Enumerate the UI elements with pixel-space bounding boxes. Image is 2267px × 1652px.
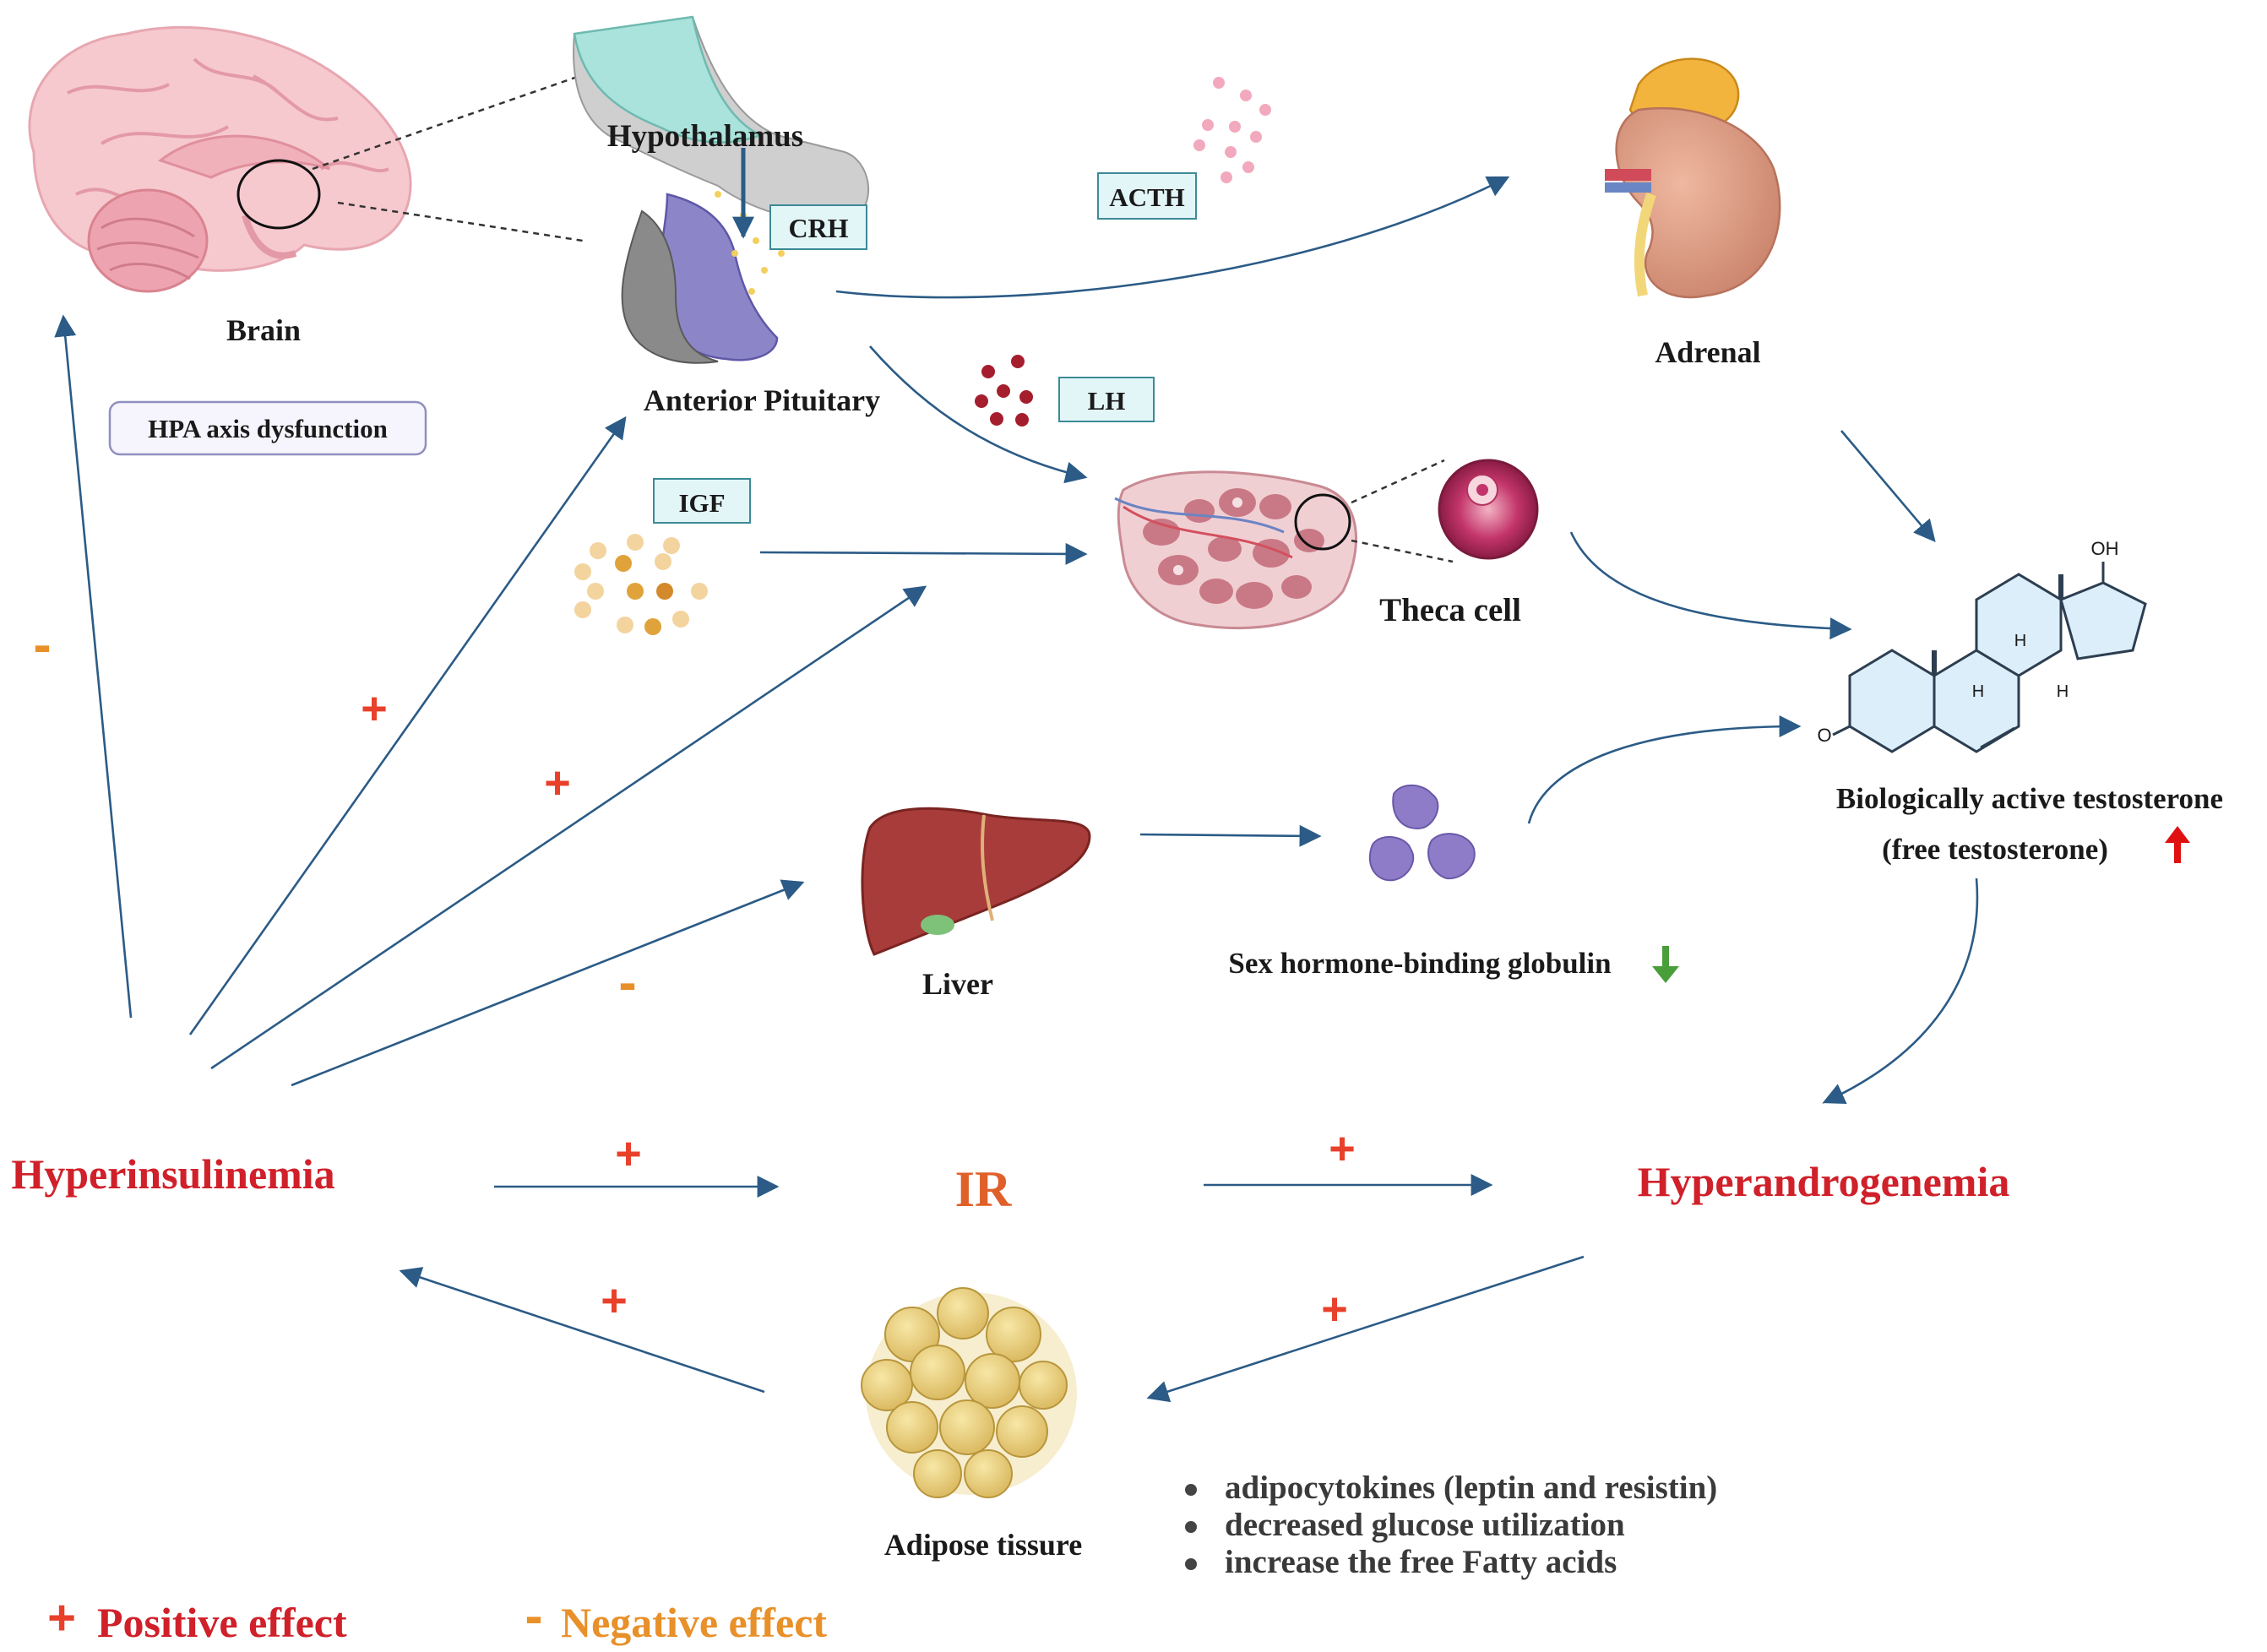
hyperinsulinemia-label: Hyperinsulinemia: [11, 1150, 334, 1198]
acth-label: ACTH: [1109, 182, 1185, 212]
arrow-theca-to-testosterone: [1569, 531, 1852, 640]
arrow-hyperinsulinemia-to-pituitary: [188, 416, 627, 1035]
arrow-pituitary-to-adrenal: [835, 176, 1510, 299]
brain-illustration: [28, 25, 412, 293]
decrease-arrow-icon: [1652, 946, 1679, 983]
adrenal-kidney-illustration: [1605, 57, 1781, 299]
plus-symbol-hyperinsulinemia: +: [601, 1275, 628, 1326]
arrow-hyperinsulinemia-to-brain: [54, 314, 133, 1019]
legend-negative-label: Negative effect: [561, 1599, 827, 1646]
plus-symbol-hyperandrogenemia: +: [1329, 1123, 1356, 1174]
legend: + Positive effect - Negative effect: [47, 1585, 827, 1646]
testosterone-label-line1: Biologically active testosterone: [1836, 782, 2223, 815]
crh-label: CRH: [788, 213, 848, 243]
arrow-adipose-to-hyperinsulinemia: [399, 1267, 765, 1394]
h-label-3: H: [2057, 682, 2069, 701]
plus-symbol-pituitary: +: [361, 683, 388, 734]
zoom-line-top: [312, 66, 605, 171]
h-label-2: H: [2014, 632, 2026, 650]
igf-box: IGF: [653, 478, 751, 524]
lh-box: LH: [1058, 377, 1155, 422]
adrenal-label: Adrenal: [1655, 335, 1760, 369]
adipose-label: Adipose tissure: [884, 1528, 1082, 1562]
lh-particles: [975, 355, 1033, 427]
arrow-hyperinsulinemia-to-liver: [291, 879, 805, 1087]
arrow-igf-to-ovary: [759, 542, 1088, 565]
acth-particles: [1193, 77, 1271, 183]
increase-arrow-icon: [2165, 826, 2190, 863]
bullet-item-3: increase the free Fatty acids: [1225, 1544, 1617, 1580]
adipose-tissue-illustration: [861, 1287, 1077, 1498]
acth-box: ACTH: [1097, 172, 1197, 220]
minus-symbol-brain: -: [33, 614, 51, 675]
arrow-testosterone-to-hyperandrogenemia: [1822, 878, 1979, 1105]
bullet-item-1: adipocytokines (leptin and resistin): [1225, 1470, 1717, 1506]
bullet-item-2: decreased glucose utilization: [1225, 1507, 1625, 1543]
testosterone-label-line2: (free testosterone): [1882, 833, 2108, 866]
igf-particles: [574, 534, 708, 635]
testosterone-molecule: OH O H H H: [1817, 538, 2147, 753]
hypothalamus-pituitary-illustration: [573, 15, 869, 364]
theca-cell-illustration: [1438, 459, 1539, 560]
liver-illustration: [861, 807, 1091, 956]
arrow-pituitary-to-ovary: [869, 345, 1088, 484]
legend-negative-symbol: -: [525, 1585, 542, 1646]
legend-positive-label: Positive effect: [97, 1599, 347, 1646]
zoom-line-bottom: [337, 201, 584, 242]
arrow-liver-to-shbg: [1139, 824, 1322, 847]
liver-label: Liver: [922, 967, 993, 1001]
theca-highlight-circle: [1294, 493, 1351, 551]
plus-symbol-ovary: +: [544, 758, 571, 808]
crh-box: CRH: [769, 204, 867, 250]
theca-zoom-line-top: [1351, 459, 1445, 504]
arrow-shbg-to-testosterone: [1527, 715, 1802, 824]
h-label-1: H: [1972, 682, 1984, 701]
oh-label: OH: [2091, 538, 2119, 559]
adipose-effects-list: adipocytokines (leptin and resistin) dec…: [1185, 1470, 1717, 1580]
lh-label: LH: [1088, 386, 1126, 416]
theca-zoom-line-bottom: [1351, 539, 1454, 563]
shbg-label: Sex hormone-binding globulin: [1228, 947, 1611, 980]
arrow-hyperinsulinemia-to-ovary: [210, 585, 927, 1070]
shbg-illustration: [1368, 784, 1476, 882]
brain-label: Brain: [226, 313, 301, 347]
ir-label: IR: [955, 1161, 1012, 1217]
arrow-adrenal-to-testosterone: [1840, 430, 1936, 542]
arrow-hyperandrogenemia-to-adipose: [1146, 1255, 1585, 1403]
plus-symbol-ir: +: [615, 1128, 642, 1179]
minus-symbol-liver: -: [618, 952, 636, 1013]
legend-positive-symbol: +: [47, 1590, 76, 1645]
plus-symbol-adipose: +: [1321, 1284, 1348, 1334]
igf-label: IGF: [678, 488, 725, 518]
hpa-axis-label: HPA axis dysfunction: [148, 414, 388, 443]
o-label: O: [1817, 725, 1831, 746]
anterior-pituitary-label: Anterior Pituitary: [644, 383, 880, 417]
hpa-axis-box: HPA axis dysfunction: [108, 400, 427, 456]
hypothalamus-label: Hypothalamus: [607, 119, 803, 154]
hypothalamus-highlight-circle: [236, 159, 321, 230]
theca-cell-label: Theca cell: [1379, 592, 1521, 628]
hyperandrogenemia-label: Hyperandrogenemia: [1638, 1158, 2010, 1205]
